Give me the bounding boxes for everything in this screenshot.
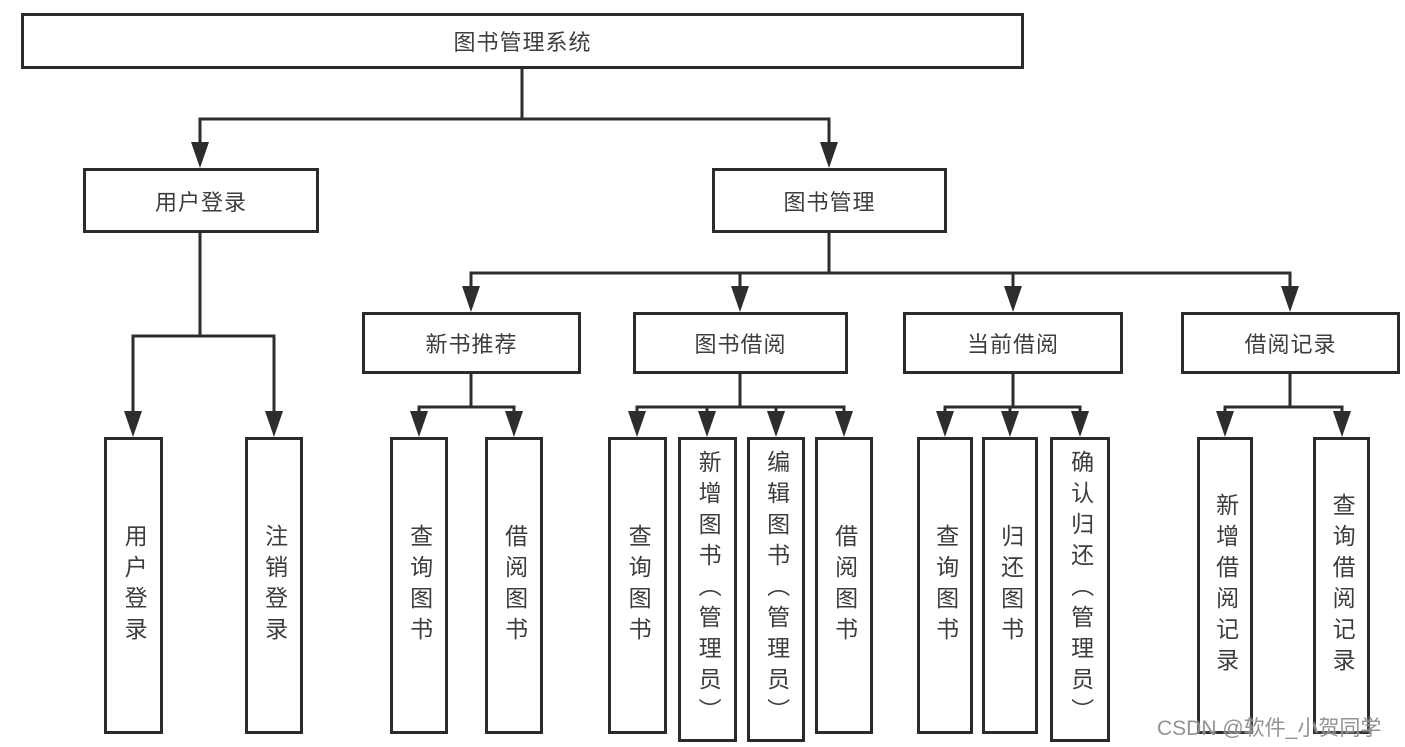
arrowhead-icon <box>505 411 523 437</box>
node-root-system: 图书管理系统 <box>21 13 1024 69</box>
arrowhead-icon <box>698 411 716 437</box>
node-label: 用户登录 <box>154 189 247 215</box>
node-label: 新增图书（管理员） <box>695 450 722 729</box>
node-label: 图书管理系统 <box>453 30 592 55</box>
arrowhead-icon <box>1004 286 1022 312</box>
node-label: 查询图书 <box>932 523 959 648</box>
arrowhead-icon <box>767 411 785 437</box>
leaf-current-query-book: 查询图书 <box>917 437 973 734</box>
node-label: 编辑图书（管理员） <box>763 450 790 729</box>
leaf-logout: 注销登录 <box>245 437 303 734</box>
node-new-book-recommend: 新书推荐 <box>362 312 581 374</box>
node-label: 查询图书 <box>625 523 652 648</box>
node-book-management: 图书管理 <box>712 168 947 233</box>
arrowhead-icon <box>265 411 283 437</box>
arrowhead-icon <box>191 142 209 168</box>
arrowhead-icon <box>1071 411 1089 437</box>
node-label: 借阅记录 <box>1244 332 1337 357</box>
leaf-borrow-edit-book-admin: 编辑图书（管理员） <box>747 437 805 742</box>
leaf-records-query-record: 查询借阅记录 <box>1313 437 1370 734</box>
arrowhead-icon <box>835 411 853 437</box>
arrowhead-icon <box>936 411 954 437</box>
arrowhead-icon <box>124 411 142 437</box>
node-label: 查询图书 <box>406 523 433 648</box>
node-label: 确认归还（管理员） <box>1067 450 1094 729</box>
arrowhead-icon <box>1333 411 1351 437</box>
node-label: 新书推荐 <box>425 332 518 357</box>
leaf-newbooks-query-book: 查询图书 <box>390 437 448 734</box>
arrowhead-icon <box>731 286 749 312</box>
node-current-borrow: 当前借阅 <box>903 312 1123 374</box>
node-label: 新增借阅记录 <box>1212 492 1239 679</box>
leaf-borrow-borrow-book: 借阅图书 <box>815 437 873 734</box>
arrowhead-icon <box>462 286 480 312</box>
node-label: 当前借阅 <box>966 332 1059 357</box>
node-label: 注销登录 <box>261 523 288 648</box>
node-label: 查询借阅记录 <box>1329 492 1356 679</box>
node-label: 图书管理 <box>783 189 876 215</box>
arrowhead-icon <box>410 411 428 437</box>
leaf-current-return-book: 归还图书 <box>982 437 1038 734</box>
leaf-borrow-add-book-admin: 新增图书（管理员） <box>678 437 737 742</box>
arrowhead-icon <box>1001 411 1019 437</box>
leaf-current-confirm-return-admin: 确认归还（管理员） <box>1050 437 1110 742</box>
node-user-login: 用户登录 <box>83 168 319 233</box>
arrowhead-icon <box>1281 286 1299 312</box>
node-borrow-records: 借阅记录 <box>1181 312 1400 374</box>
leaf-user-login: 用户登录 <box>104 437 163 734</box>
node-label: 借阅图书 <box>831 523 858 648</box>
node-label: 用户登录 <box>121 523 148 648</box>
leaf-records-add-record: 新增借阅记录 <box>1197 437 1253 734</box>
node-book-borrow: 图书借阅 <box>633 312 848 374</box>
node-label: 归还图书 <box>997 523 1024 648</box>
leaf-borrow-query-book: 查询图书 <box>608 437 667 734</box>
leaf-newbooks-borrow-book: 借阅图书 <box>485 437 543 734</box>
arrowhead-icon <box>1216 411 1234 437</box>
csdn-watermark: CSDN @软件_小贺同学 <box>1157 717 1382 740</box>
node-label: 借阅图书 <box>501 523 528 648</box>
node-label: 图书借阅 <box>694 332 787 357</box>
arrowhead-icon <box>820 142 838 168</box>
arrowhead-icon <box>628 411 646 437</box>
